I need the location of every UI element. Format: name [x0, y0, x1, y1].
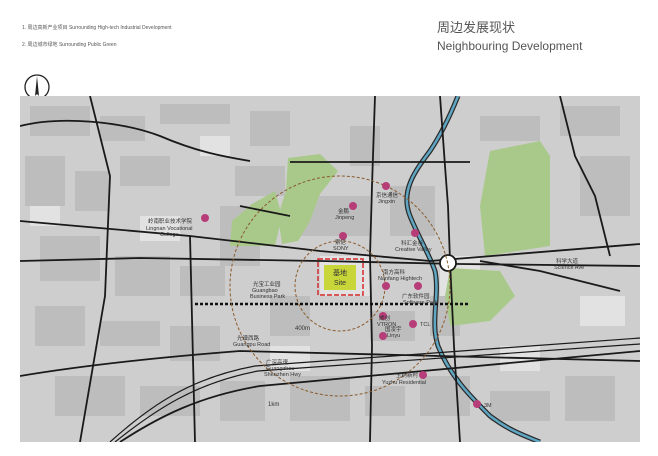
marker-yuzhu	[419, 371, 427, 379]
label-college-en1: Lingnan Vocational	[146, 226, 192, 232]
note-green: 2. 周边城市绿地 Surrounding Public Green	[22, 42, 117, 48]
marker-jinpeng	[349, 202, 357, 210]
label-guangshen-en1: Guangzhou -	[266, 366, 298, 372]
site-label-zh: 基地	[333, 268, 347, 277]
label-software-zh: 广东软件园	[402, 292, 430, 300]
label-tcl: TCL	[420, 322, 430, 328]
poi-markers	[201, 182, 481, 408]
marker-college	[201, 214, 209, 222]
label-kexue-zh: 科学大道	[556, 257, 579, 265]
highway	[109, 337, 640, 442]
marker-software	[414, 282, 422, 290]
marker-3m	[473, 400, 481, 408]
label-vtron-en: VTRON	[377, 322, 396, 328]
marker-jingxin	[382, 182, 390, 190]
label-guangshen-en2: Shenzhen Hwy	[264, 372, 301, 378]
site-boundary	[317, 258, 364, 296]
label-nanfang-zh: 南方高科	[383, 268, 406, 276]
label-jinpeng-en: Jinpeng	[335, 215, 354, 221]
ring-1km	[229, 175, 451, 397]
ring-label-400m: 400m	[295, 326, 310, 332]
site-box	[324, 265, 356, 290]
label-3m: 3M	[484, 403, 492, 409]
label-sony-zh: 索尼	[335, 238, 347, 246]
site-map: 基地 Site 400m 1km 岭南职业技术学院 Lingnan Vocati…	[20, 96, 640, 442]
title-english: Neighbouring Development	[437, 39, 583, 53]
label-guangshen-zh: 广深高速	[266, 358, 289, 366]
marker-vtron	[379, 312, 387, 320]
marker-creative	[411, 229, 419, 237]
label-software-en: Software Park	[403, 300, 438, 306]
label-linyu-en: Linyu	[387, 333, 400, 339]
marker-sony	[339, 232, 347, 240]
label-guangpu-en: Guangpu Road	[233, 342, 270, 348]
label-yuzhu-zh: 玉树新村	[396, 371, 419, 379]
label-nanfang-en: Nanfang Hightech	[378, 276, 422, 282]
label-sony-en: SONY	[333, 246, 349, 252]
marker-nanfang	[382, 282, 390, 290]
label-linyu-zh: 国凌宇	[385, 325, 402, 333]
marker-tcl	[409, 320, 417, 328]
title-chinese: 周边发展现状	[437, 20, 516, 35]
label-college-zh: 岭南职业技术学院	[148, 217, 193, 225]
poi-labels: 岭南职业技术学院 Lingnan Vocational College 金鹏 J…	[146, 191, 584, 409]
label-creative-zh: 科汇金谷	[401, 239, 424, 247]
marker-linyu	[379, 332, 387, 340]
label-jinpeng-zh: 金鹏	[338, 207, 350, 215]
label-gbp-zh: 光宝工业园	[253, 280, 281, 288]
public-green	[230, 141, 550, 326]
label-college-en2: College	[160, 232, 179, 238]
label-vtron-zh: 威创	[379, 314, 390, 322]
site-label-en: Site	[334, 280, 346, 287]
label-jingxin-zh: 京信通信	[376, 191, 399, 199]
label-guangpu-zh: 光谱西路	[237, 334, 260, 342]
roads	[20, 96, 640, 442]
label-gbp-en2: Business Park	[250, 294, 285, 300]
label-creative-en: Creative Valley	[395, 247, 432, 253]
label-jingxin-en: Jingxin	[378, 199, 395, 205]
ring-label-1km: 1km	[268, 402, 279, 408]
label-kexue-en: Science Ave	[554, 265, 584, 271]
page-title: 周边发展现状 Neighbouring Development	[437, 20, 582, 54]
label-yuzhu-en: Yuzhu Residential	[382, 380, 426, 386]
note-hightech: 1. 周边高新产业项目 Surrounding High-tech Indust…	[22, 25, 172, 31]
legend-notes: 1. 周边高新产业项目 Surrounding High-tech Indust…	[22, 20, 172, 54]
map-canvas: 基地 Site 400m 1km 岭南职业技术学院 Lingnan Vocati…	[20, 96, 640, 442]
label-gbp-en1: Guangbao	[252, 288, 278, 294]
